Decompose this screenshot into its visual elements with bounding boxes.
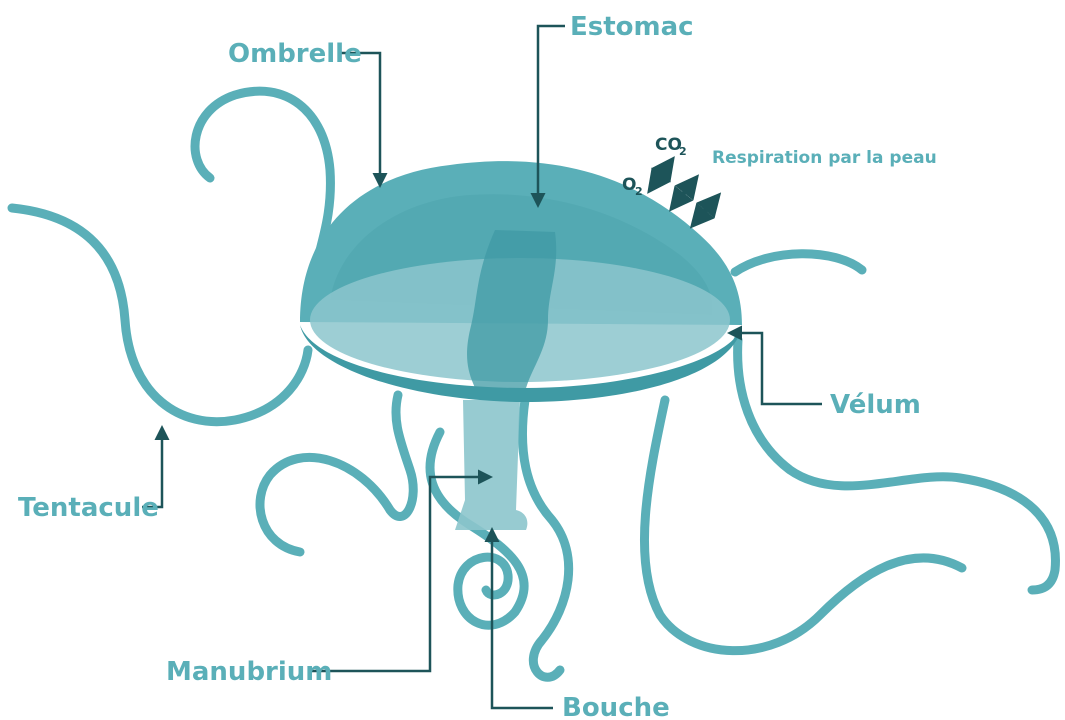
co2-subscript: 2 xyxy=(679,145,687,158)
gas-arrow-1 xyxy=(650,160,672,190)
label-velum: Vélum xyxy=(830,390,921,420)
tentacle-right-long xyxy=(738,340,1056,590)
label-ombrelle: Ombrelle xyxy=(228,39,362,69)
tentacle-right-mid xyxy=(644,400,962,651)
gas-arrow-3 xyxy=(693,196,718,225)
leader-ombrelle xyxy=(338,53,380,185)
label-manubrium: Manubrium xyxy=(166,657,332,687)
label-respiration: Respiration par la peau xyxy=(712,148,937,168)
co2-text: CO xyxy=(655,135,682,155)
label-o2: O 2 xyxy=(622,175,643,198)
o2-subscript: 2 xyxy=(635,185,643,198)
label-co2: CO 2 xyxy=(655,135,687,158)
manubrium-stalk xyxy=(455,400,527,530)
tentacle-left-long xyxy=(12,208,308,422)
tentacle-top-left xyxy=(195,91,330,260)
bell xyxy=(300,161,742,402)
gas-arrow-2 xyxy=(672,178,696,208)
label-estomac: Estomac xyxy=(570,12,694,42)
tentacle-left-curl xyxy=(260,395,413,552)
label-bouche: Bouche xyxy=(562,693,670,720)
tentacle-center-right xyxy=(522,400,568,677)
tentacle-right-top xyxy=(735,254,862,272)
label-tentacule: Tentacule xyxy=(18,493,159,523)
